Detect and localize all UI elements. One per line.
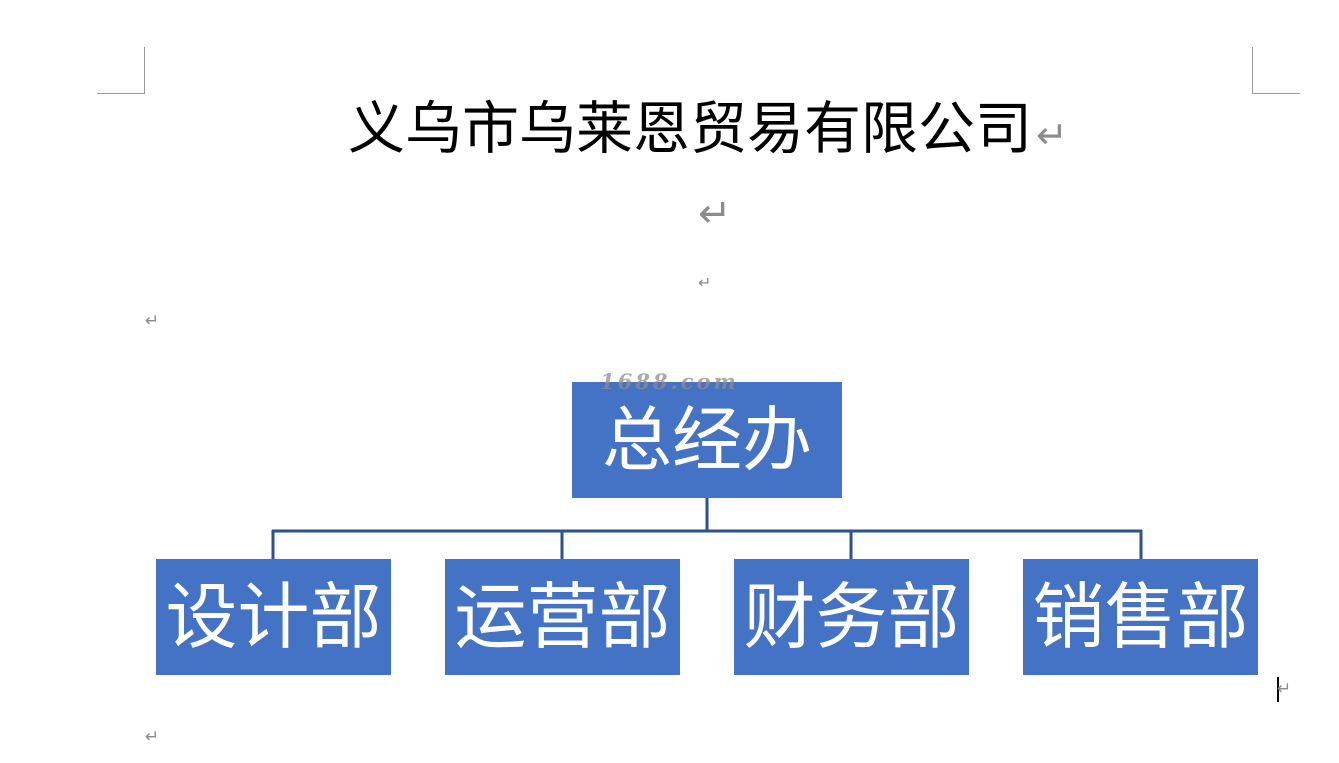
paragraph-mark: ↵	[1036, 113, 1068, 157]
company-title: 义乌市乌莱恩贸易有限公司	[348, 96, 1032, 162]
watermark: 1688.com	[600, 369, 739, 394]
org-box-child[interactable]: 销售部	[1023, 559, 1258, 675]
org-box-label: 销售部	[1032, 575, 1249, 659]
paragraph-mark: ↵	[145, 311, 160, 331]
title-paragraph: 义乌市乌莱恩贸易有限公司↵	[348, 98, 1068, 161]
org-box-label: 总经办	[602, 399, 812, 481]
paragraph-mark: ↵	[698, 273, 712, 292]
paragraph-mark: ↵	[1277, 679, 1292, 699]
org-box-label: 设计部	[165, 575, 382, 659]
crop-mark-top-right	[1252, 47, 1300, 94]
paragraph-mark: ↵	[698, 191, 732, 237]
org-box-label: 财务部	[743, 575, 960, 659]
paragraph-mark: ↵	[145, 727, 160, 747]
org-box-label: 运营部	[454, 575, 671, 659]
text-cursor	[1277, 677, 1279, 702]
org-box-child[interactable]: 财务部	[734, 559, 969, 675]
crop-mark-top-left	[97, 47, 145, 94]
org-box-root[interactable]: 总经办	[572, 382, 842, 498]
org-box-child[interactable]: 运营部	[445, 559, 680, 675]
org-box-child[interactable]: 设计部	[156, 559, 391, 675]
